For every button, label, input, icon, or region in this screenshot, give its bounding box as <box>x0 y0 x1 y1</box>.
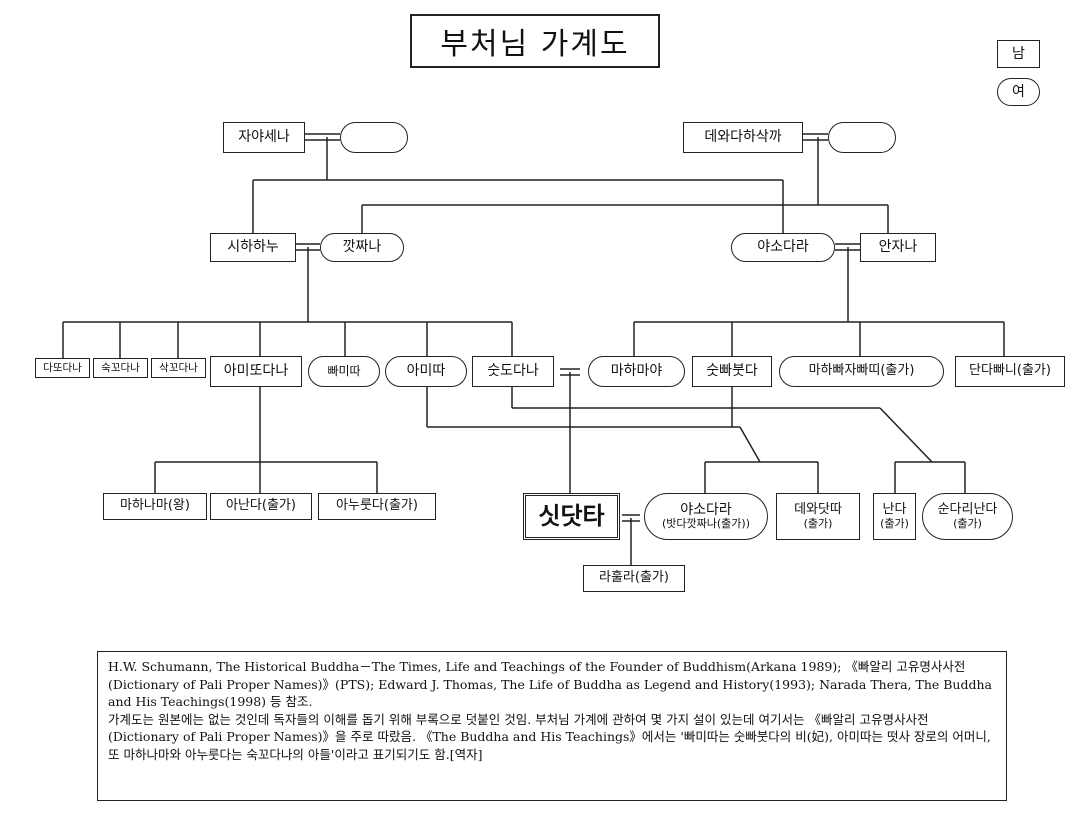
person-sakkodana-2: 삭꼬다나 <box>151 358 206 378</box>
person-dandapani: 단다빠니(출가) <box>955 356 1065 387</box>
reference-notes: H.W. Schumann, The Historical Buddha－The… <box>97 651 1007 801</box>
page-title: 부처님 가계도 <box>410 14 660 68</box>
person-anuruddha: 아누룻다(출가) <box>318 493 436 520</box>
person-sundarinanda: 순다리난다 (출가) <box>922 493 1013 540</box>
person-amitodana: 아미또다나 <box>210 356 302 387</box>
devadatta-sub: (출가) <box>803 516 833 530</box>
person-suppabuddha: 숫빠붓다 <box>692 356 772 387</box>
person-suddhodana: 숫도다나 <box>472 356 554 387</box>
person-mahapajapati: 마하빠자빠띠(출가) <box>779 356 944 387</box>
person-mahamaya: 마하마야 <box>588 356 685 387</box>
person-sihahanu: 시하하누 <box>210 233 296 262</box>
person-amita: 아미따 <box>385 356 467 387</box>
person-jayasena-wife <box>340 122 408 153</box>
person-yasodhara-grandmother: 야소다라 <box>731 233 835 262</box>
person-anjana: 안자나 <box>860 233 936 262</box>
person-jayasena: 자야세나 <box>223 122 305 153</box>
reference-sources: H.W. Schumann, The Historical Buddha－The… <box>108 659 992 709</box>
person-kaccana: 깟짜나 <box>320 233 404 262</box>
sundarinanda-name: 순다리난다 <box>937 501 998 517</box>
person-siddhattha: 싯닷타 <box>523 493 620 540</box>
person-rahula: 라훌라(출가) <box>583 565 685 592</box>
person-devadatta: 데와닷따 (출가) <box>776 493 860 540</box>
legend-female: 여 <box>997 78 1040 106</box>
nanda-sub: (출가) <box>880 516 909 530</box>
devadatta-name: 데와닷따 <box>794 501 842 517</box>
yasodhara-sub: (밧다깟짜나(출가)) <box>661 517 750 531</box>
person-yasodhara: 야소다라 (밧다깟짜나(출가)) <box>644 493 768 540</box>
yasodhara-name: 야소다라 <box>680 502 732 519</box>
sundarinanda-sub: (출가) <box>953 516 982 530</box>
person-devadahasakka: 데와다하삭까 <box>683 122 803 153</box>
nanda-name: 난다 <box>882 501 907 517</box>
person-sakkodana: 숙꼬다나 <box>93 358 148 378</box>
person-pamita: 빠미따 <box>308 356 380 387</box>
legend-male: 남 <box>997 40 1040 68</box>
reference-remark: 가계도는 원본에는 없는 것인데 독자들의 이해를 돕기 위해 부록으로 덧붙인… <box>108 711 991 762</box>
person-nanda: 난다 (출가) <box>873 493 916 540</box>
person-mahanama: 마하나마(왕) <box>103 493 207 520</box>
person-devadahasakka-wife <box>828 122 896 153</box>
person-dhotodana: 다또다나 <box>35 358 90 378</box>
person-ananda: 아난다(출가) <box>210 493 312 520</box>
